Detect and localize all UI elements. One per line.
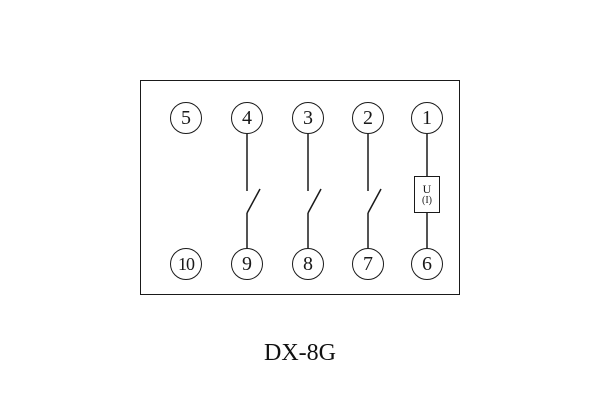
terminal-5: 5: [170, 102, 202, 134]
terminal-9: 9: [231, 248, 263, 280]
terminal-8: 8: [292, 248, 324, 280]
terminal-6: 6: [411, 248, 443, 280]
measuring-element-label-i: (I): [422, 195, 432, 206]
terminal-10: 10: [170, 248, 202, 280]
terminal-3: 3: [292, 102, 324, 134]
terminal-1: 1: [411, 102, 443, 134]
terminal-2: 2: [352, 102, 384, 134]
measuring-element-box: U (I): [414, 176, 440, 213]
terminal-7: 7: [352, 248, 384, 280]
terminal-4: 4: [231, 102, 263, 134]
model-caption: DX-8G: [264, 340, 336, 366]
measuring-element-label-u: U: [422, 182, 432, 196]
